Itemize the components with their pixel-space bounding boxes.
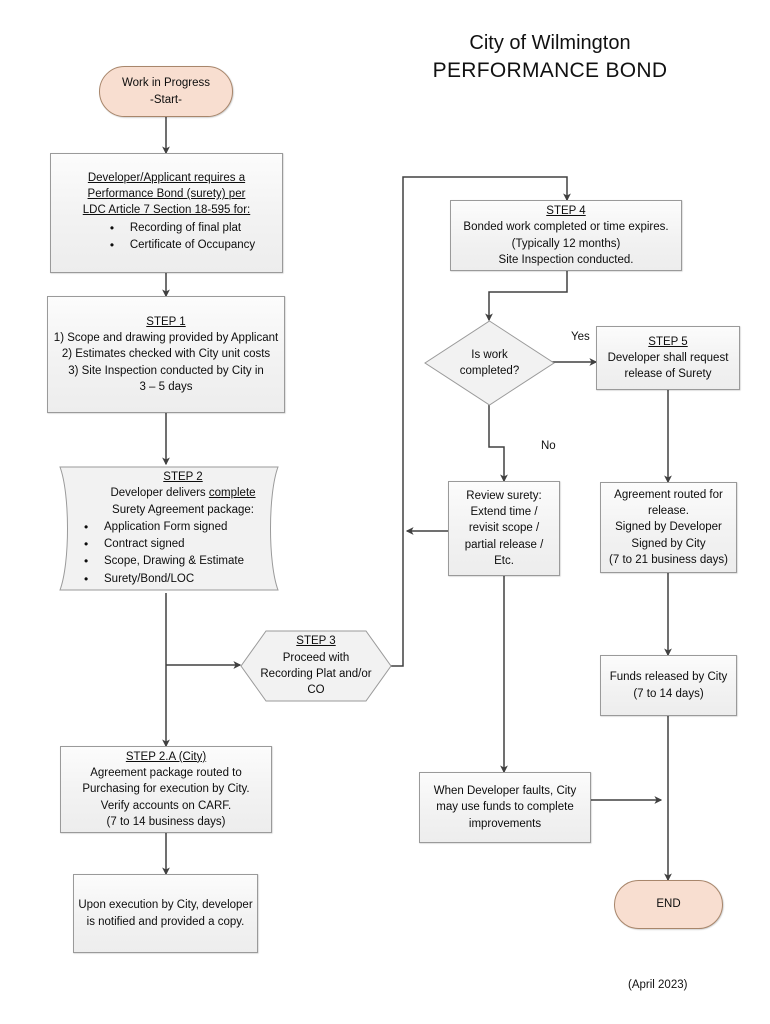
node-requirement[interactable]: Developer/Applicant requires a Performan… [50,153,283,273]
executed-line-1: Upon execution by City, developer [78,899,253,912]
step2-line-1-emphasis: complete [208,487,256,500]
step3-header: STEP 3 [296,635,336,648]
list-item: Certificate of Occupancy [108,236,255,254]
step2-line-2: Surety Agreement package: [112,503,254,516]
step2-line-1: Developer delivers complete [60,485,306,501]
list-item: Scope, Drawing & Estimate [82,552,306,570]
list-item: Contract signed [82,535,306,553]
node-step-5[interactable]: STEP 5 Developer shall request release o… [596,326,740,390]
faults-line-2: may use funds to complete [436,801,574,814]
agreement-line-3: Signed by Developer [615,521,722,534]
step5-line-1: Developer shall request [607,351,729,364]
footer-date: (April 2023) [628,979,688,991]
review-line-1: Review surety: [466,489,542,502]
node-developer-faults[interactable]: When Developer faults, City may use fund… [419,772,591,843]
review-line-3: revisit scope / [468,522,540,535]
edge-label-yes: Yes [571,331,590,343]
node-funds-released[interactable]: Funds released by City (7 to 14 days) [600,655,737,716]
step5-header: STEP 5 [648,335,688,348]
agreement-line-2: release. [648,505,689,517]
step4-header: STEP 4 [546,204,586,217]
start-sublabel: -Start- [150,93,182,106]
step3-line-3: CO [307,684,325,697]
step5-line-2: release of Surety [624,368,712,381]
step1-line-1: 1) Scope and drawing provided by Applica… [53,332,279,344]
node-step-3[interactable]: STEP 3 Proceed with Recording Plat and/o… [240,630,392,702]
executed-line-2: is notified and provided a copy. [86,915,245,928]
step1-header: STEP 1 [146,315,186,328]
node-step-2a[interactable]: STEP 2.A (City) Agreement package routed… [60,746,272,833]
node-decision-work-completed[interactable]: Is work completed? [424,320,555,406]
requirement-header-2: Performance Bond (surety) per [87,188,246,201]
end-label: END [656,898,681,911]
agreement-line-5: (7 to 21 business days) [609,553,728,566]
decision-line-2: completed? [459,365,520,377]
node-step-4[interactable]: STEP 4 Bonded work completed or time exp… [450,200,682,271]
decision-content: Is work completed? [424,320,555,406]
step4-line-2: (Typically 12 months) [511,237,621,250]
step2a-line-2: Purchasing for execution by City. [82,783,250,796]
step2a-line-3: Verify accounts on CARF. [100,799,232,812]
list-item: Application Form signed [82,518,306,536]
requirement-header-3: LDC Article 7 Section 18-595 for: [82,204,251,217]
node-review-surety[interactable]: Review surety: Extend time / revisit sco… [448,481,560,576]
faults-line-1: When Developer faults, City [433,785,577,797]
list-item: Surety/Bond/LOC [82,570,306,588]
node-agreement-routed[interactable]: Agreement routed for release. Signed by … [600,482,737,573]
step2-content: STEP 2 Developer delivers complete Suret… [46,464,316,593]
list-item: Recording of final plat [108,219,255,237]
review-line-5: Etc. [494,554,514,567]
node-step-2[interactable]: STEP 2 Developer delivers complete Suret… [46,464,292,593]
requirement-header-1: Developer/Applicant requires a [87,171,246,184]
step3-content: STEP 3 Proceed with Recording Plat and/o… [240,630,392,702]
funds-line-1: Funds released by City [609,671,728,684]
step3-line-1: Proceed with [282,651,350,664]
title-line-1: City of Wilmington [469,32,631,54]
node-upon-execution[interactable]: Upon execution by City, developer is not… [73,874,258,953]
edge-decision-to-review [488,405,508,483]
title-line-2: PERFORMANCE BOND [432,58,668,82]
review-line-2: Extend time / [470,506,538,518]
step4-line-3: Site Inspection conducted. [498,253,634,266]
funds-line-2: (7 to 14 days) [633,687,704,700]
step1-line-3: 3) Site Inspection conducted by City in [68,364,264,377]
step1-line-2: 2) Estimates checked with City unit cost… [61,348,271,361]
agreement-line-1: Agreement routed for [614,488,723,501]
node-start[interactable]: Work in Progress -Start- [99,66,233,117]
step3-line-2: Recording Plat and/or [260,668,372,680]
page-title: City of Wilmington PERFORMANCE BOND [380,30,720,85]
step2-line-1-pre: Developer delivers [110,487,209,500]
step2a-line-1: Agreement package routed to [90,767,242,780]
node-step-1[interactable]: STEP 1 1) Scope and drawing provided by … [47,296,285,413]
node-end[interactable]: END [614,880,723,929]
step2-header: STEP 2 [163,471,203,483]
review-line-4: partial release / [464,538,544,551]
edge-step4-to-decision [485,271,568,322]
agreement-line-4: Signed by City [631,537,706,550]
start-label: Work in Progress [122,77,210,90]
decision-line-1: Is work [471,348,508,361]
edge-label-no: No [541,440,556,452]
requirement-bullet-list: Recording of final plat Certificate of O… [78,219,255,255]
step4-line-1: Bonded work completed or time expires. [463,221,669,234]
step2a-header: STEP 2.A (City) [125,750,207,763]
step1-line-4: 3 – 5 days [139,380,193,393]
faults-line-3: improvements [468,817,542,830]
step2a-line-4: (7 to 14 business days) [106,816,226,828]
step2-bullet-list: Application Form signed Contract signed … [60,518,306,588]
